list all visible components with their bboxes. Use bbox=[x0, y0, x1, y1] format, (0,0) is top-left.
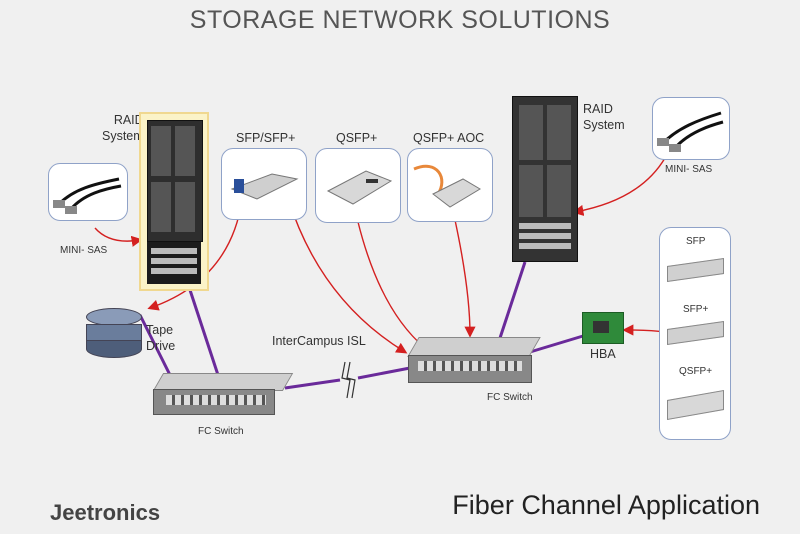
sfp-module-box[interactable] bbox=[221, 148, 307, 220]
aoc-cable-icon bbox=[413, 164, 481, 208]
panel-sfp-label: SFP bbox=[686, 236, 706, 247]
qsfp-aoc-box[interactable] bbox=[407, 148, 493, 222]
tape-label-line1: Tape bbox=[146, 323, 174, 337]
right-raid-label: RAID System bbox=[583, 101, 625, 133]
fc-switch-center-label: FC Switch bbox=[487, 392, 533, 403]
qsfp-box-label: QSFP+ bbox=[336, 131, 378, 145]
link-right-raid-to-center-switch bbox=[498, 261, 527, 339]
mini-sas-right-box[interactable] bbox=[652, 97, 730, 160]
hba-card[interactable] bbox=[582, 312, 624, 344]
qsfp-aoc-label: QSFP+ AOC bbox=[413, 131, 485, 145]
page-title: STORAGE NETWORK SOLUTIONS bbox=[189, 6, 611, 34]
sfp-box-label: SFP/SFP+ bbox=[236, 131, 296, 145]
link-left-raid-to-left-switch bbox=[188, 289, 220, 376]
mini-sas-cable-icon bbox=[53, 177, 122, 214]
arrow-sfp-to-center-switch bbox=[287, 197, 408, 354]
fc-switch-center[interactable] bbox=[407, 337, 541, 385]
mini-sas-left-label: MINI- SAS bbox=[60, 245, 108, 256]
isl-label: InterCampus ISL bbox=[272, 334, 366, 348]
fc-switch-left[interactable] bbox=[152, 373, 294, 415]
right-raid-system[interactable] bbox=[512, 96, 578, 262]
isl-break-icon bbox=[341, 361, 356, 399]
left-raid-label-line2: System bbox=[102, 129, 144, 143]
left-raid-label-line1: RAID bbox=[113, 113, 144, 127]
arrow-minisas-right bbox=[572, 157, 666, 216]
qsfp-module-box[interactable] bbox=[315, 148, 401, 223]
footer-title: Fiber Channel Application bbox=[452, 490, 760, 520]
hba-label: HBA bbox=[590, 347, 616, 361]
sfp-module-icon bbox=[230, 173, 299, 200]
right-raid-label-line2: System bbox=[583, 118, 625, 132]
right-raid-label-line1: RAID bbox=[583, 102, 613, 116]
tape-label-line2: Drive bbox=[146, 339, 176, 353]
brand-logo: Jeetronics bbox=[50, 500, 161, 525]
link-isl-left bbox=[284, 378, 341, 390]
fc-switch-left-label: FC Switch bbox=[198, 426, 244, 437]
mini-sas-cable-icon-right bbox=[657, 111, 724, 152]
tape-drive[interactable] bbox=[86, 308, 142, 358]
left-raid-label: RAID System bbox=[102, 112, 144, 144]
panel-sfp-plus-label: SFP+ bbox=[683, 304, 709, 315]
link-hba-to-center-switch bbox=[529, 334, 584, 354]
tape-drive-label: Tape Drive bbox=[146, 322, 175, 354]
arrow-minisas-left bbox=[94, 227, 143, 247]
arrow-qsfp-to-center-switch bbox=[357, 221, 428, 350]
panel-qsfp-label: QSFP+ bbox=[679, 366, 713, 377]
mini-sas-right-label: MINI- SAS bbox=[665, 164, 713, 175]
qsfp-module-icon bbox=[326, 170, 393, 205]
arrow-aoc-to-center-switch bbox=[454, 219, 476, 338]
left-raid-system[interactable] bbox=[139, 112, 209, 291]
link-isl-right bbox=[357, 366, 411, 380]
mini-sas-left-box[interactable] bbox=[48, 163, 128, 221]
